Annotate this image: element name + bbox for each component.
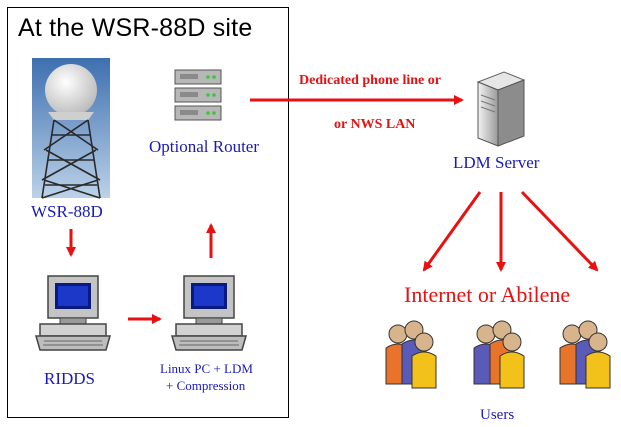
radar-label: WSR-88D <box>31 202 103 221</box>
site-boundary <box>7 7 289 418</box>
computer-icon <box>35 275 111 351</box>
ldm-server-label: LDM Server <box>453 153 540 172</box>
arrow-server-to-users-right <box>520 190 599 272</box>
network-label: Internet or Abilene <box>404 282 571 307</box>
users-icon <box>385 320 437 389</box>
users-icon <box>559 320 611 389</box>
link-label-line2: or NWS LAN <box>334 117 416 132</box>
ridds-label: RIDDS <box>44 369 96 388</box>
server-icon <box>476 71 526 147</box>
flow-arrows <box>66 95 599 324</box>
arrow-server-to-users-left <box>422 191 482 272</box>
site-title: At the WSR-88D site <box>18 14 253 42</box>
computer-icon <box>171 275 247 351</box>
linux-label-line1: Linux PC + LDM <box>160 361 253 376</box>
router-icon <box>174 69 222 121</box>
users-icon <box>473 320 525 389</box>
radar-tower-icon <box>32 58 110 199</box>
users-label: Users <box>480 407 515 423</box>
router-label: Optional Router <box>149 137 260 156</box>
link-label-line1: Dedicated phone line or <box>299 73 441 88</box>
linux-label-line2: + Compression <box>166 378 246 393</box>
